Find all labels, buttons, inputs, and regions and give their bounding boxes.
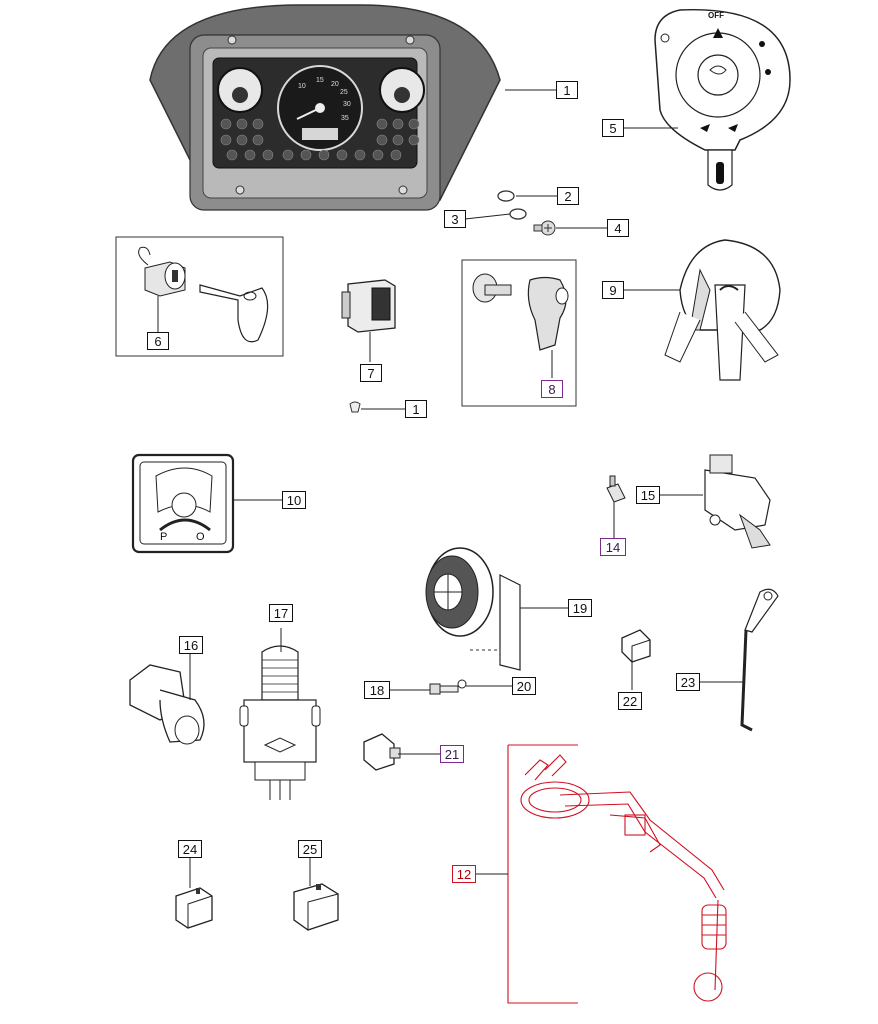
callout-8[interactable]: 8 — [541, 380, 563, 398]
callout-5[interactable]: 5 — [602, 119, 624, 137]
starter-switch — [239, 645, 321, 800]
callout-7[interactable]: 7 — [360, 364, 382, 382]
instrument-cluster: 10 15 20 25 30 35 — [149, 4, 501, 211]
callout-20[interactable]: 20 — [512, 677, 536, 695]
speed-tick-1: 10 — [298, 83, 306, 90]
combination-switch — [664, 239, 781, 381]
pto-letter-o: O — [196, 531, 205, 543]
ignition-group-box — [115, 236, 284, 357]
callout-9[interactable]: 9 — [602, 281, 624, 299]
small-bulb — [349, 401, 361, 413]
callout-14[interactable]: 14 — [600, 538, 626, 556]
speed-tick-6: 35 — [341, 115, 349, 122]
relay-24 — [175, 887, 213, 929]
callout-2[interactable]: 2 — [557, 187, 579, 205]
off-mark: OFF — [708, 11, 724, 20]
relay-25 — [293, 883, 339, 931]
fuel-level-sender — [507, 744, 727, 1004]
callout-19[interactable]: 19 — [568, 599, 592, 617]
threaded-fitting — [129, 664, 205, 745]
connector-21 — [363, 733, 401, 771]
horn — [425, 547, 521, 671]
callout-23[interactable]: 23 — [676, 673, 700, 691]
rotary-switch — [472, 273, 569, 351]
callout-16[interactable]: 16 — [179, 636, 203, 654]
callout-24[interactable]: 24 — [178, 840, 202, 858]
speed-tick-5: 30 — [343, 101, 351, 108]
callout-15[interactable]: 15 — [636, 486, 660, 504]
callout-21[interactable]: 21 — [440, 745, 464, 763]
washers-and-screw — [497, 190, 556, 236]
speed-tick-2: 15 — [316, 77, 324, 84]
callout-3[interactable]: 3 — [444, 210, 466, 228]
relay-22 — [621, 629, 651, 663]
rotary-switch-box — [461, 259, 577, 407]
callout-6[interactable]: 6 — [147, 332, 169, 350]
callout-25[interactable]: 25 — [298, 840, 322, 858]
temperature-sender — [606, 475, 626, 503]
callout-18[interactable]: 18 — [364, 681, 390, 699]
pto-letter-p: P — [160, 531, 167, 543]
pto-switch: P O — [131, 453, 235, 554]
horn-bolt — [429, 649, 501, 695]
ignition-lock — [138, 246, 269, 343]
callout-1-bulb[interactable]: 1 — [405, 400, 427, 418]
rocker-switch — [341, 279, 396, 333]
pressure-switch — [704, 454, 771, 549]
callout-17[interactable]: 17 — [269, 604, 293, 622]
speed-tick-4: 25 — [340, 89, 348, 96]
speed-tick-3: 20 — [331, 81, 339, 88]
support-rod — [740, 588, 779, 732]
callout-12[interactable]: 12 — [452, 865, 476, 883]
callout-22[interactable]: 22 — [618, 692, 642, 710]
callout-10[interactable]: 10 — [282, 491, 306, 509]
callout-1[interactable]: 1 — [556, 81, 578, 99]
light-switch: OFF — [654, 8, 791, 191]
callout-4[interactable]: 4 — [607, 219, 629, 237]
